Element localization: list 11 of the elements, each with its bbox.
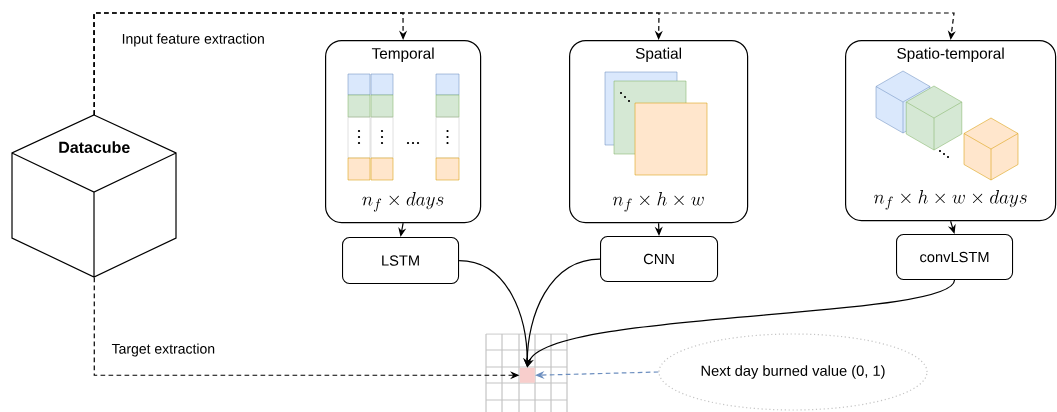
- arrow: [398, 222, 407, 237]
- model-box: convLSTM: [896, 234, 1014, 281]
- arrow: [93, 12, 956, 116]
- edge-label: Target extraction: [110, 342, 217, 358]
- model-box: LSTM: [342, 237, 460, 285]
- model-box: CNN: [600, 236, 719, 283]
- panel-box: Spatio-temporal $n_f \times h \times w \times days$: [845, 40, 1057, 222]
- panel-box: Spatial $n_f \times h \times w$: [569, 40, 749, 224]
- edge-label: Input feature extraction: [120, 32, 267, 48]
- panel-box: Temporal $n_f \times days$: [325, 40, 482, 224]
- datacube-drawing: Datacube: [11, 114, 177, 278]
